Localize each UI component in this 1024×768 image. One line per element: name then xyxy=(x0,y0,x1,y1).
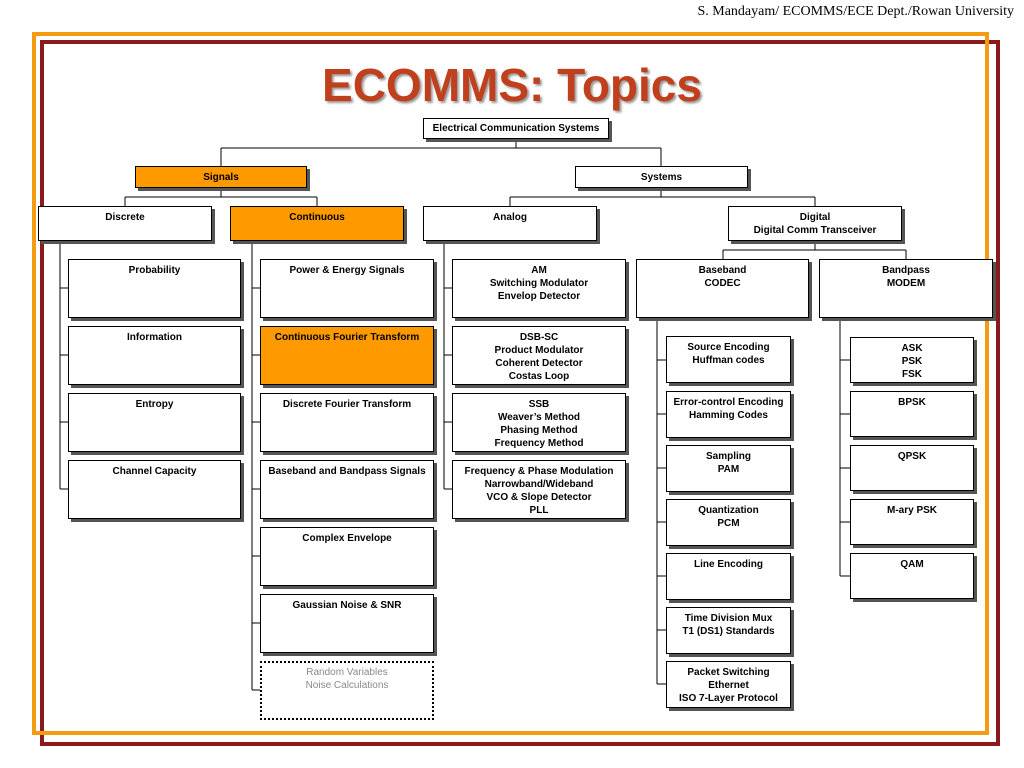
node-electrical-communication-systems: Electrical Communication Systems xyxy=(423,118,609,139)
node-qpsk: QPSK xyxy=(850,445,974,491)
node-continuous: Continuous xyxy=(230,206,404,241)
node-analog: Analog xyxy=(423,206,597,241)
node-quantization: Quantization PCM xyxy=(666,499,791,546)
node-complex-envelope: Complex Envelope xyxy=(260,527,434,586)
node-channel-capacity: Channel Capacity xyxy=(68,460,241,519)
node-continuous-fourier-transform: Continuous Fourier Transform xyxy=(260,326,434,385)
node-mary-psk: M-ary PSK xyxy=(850,499,974,545)
node-signals: Signals xyxy=(135,166,307,188)
node-frequency-phase-modulation: Frequency & Phase Modulation Narrowband/… xyxy=(452,460,626,519)
node-packet-switching: Packet Switching Ethernet ISO 7-Layer Pr… xyxy=(666,661,791,708)
node-discrete-fourier-transform: Discrete Fourier Transform xyxy=(260,393,434,452)
slide-title: ECOMMS: Topics xyxy=(322,59,702,111)
node-am: AM Switching Modulator Envelop Detector xyxy=(452,259,626,318)
node-bandpass-modem: Bandpass MODEM xyxy=(819,259,993,318)
node-systems: Systems xyxy=(575,166,748,188)
node-entropy: Entropy xyxy=(68,393,241,452)
node-sampling: Sampling PAM xyxy=(666,445,791,492)
node-digital: Digital Digital Comm Transceiver xyxy=(728,206,902,241)
node-gaussian-noise-snr: Gaussian Noise & SNR xyxy=(260,594,434,653)
node-baseband-codec: Baseband CODEC xyxy=(636,259,809,318)
slide-frame-outer xyxy=(32,32,989,735)
node-ask-psk-fsk: ASK PSK FSK xyxy=(850,337,974,383)
node-information: Information xyxy=(68,326,241,385)
node-line-encoding: Line Encoding xyxy=(666,553,791,600)
node-power-energy-signals: Power & Energy Signals xyxy=(260,259,434,318)
node-random-variables: Random Variables Noise Calculations xyxy=(260,661,434,720)
node-qam: QAM xyxy=(850,553,974,599)
node-time-division-mux: Time Division Mux T1 (DS1) Standards xyxy=(666,607,791,654)
node-bpsk: BPSK xyxy=(850,391,974,437)
node-error-control-encoding: Error-control Encoding Hamming Codes xyxy=(666,391,791,438)
node-source-encoding: Source Encoding Huffman codes xyxy=(666,336,791,383)
slide-frame-inner xyxy=(40,40,1000,746)
header-credit: S. Mandayam/ ECOMMS/ECE Dept./Rowan Univ… xyxy=(697,4,1014,19)
node-dsb-sc: DSB-SC Product Modulator Coherent Detect… xyxy=(452,326,626,385)
node-probability: Probability xyxy=(68,259,241,318)
node-baseband-bandpass-signals: Baseband and Bandpass Signals xyxy=(260,460,434,519)
node-discrete: Discrete xyxy=(38,206,212,241)
node-ssb: SSB Weaver’s Method Phasing Method Frequ… xyxy=(452,393,626,452)
